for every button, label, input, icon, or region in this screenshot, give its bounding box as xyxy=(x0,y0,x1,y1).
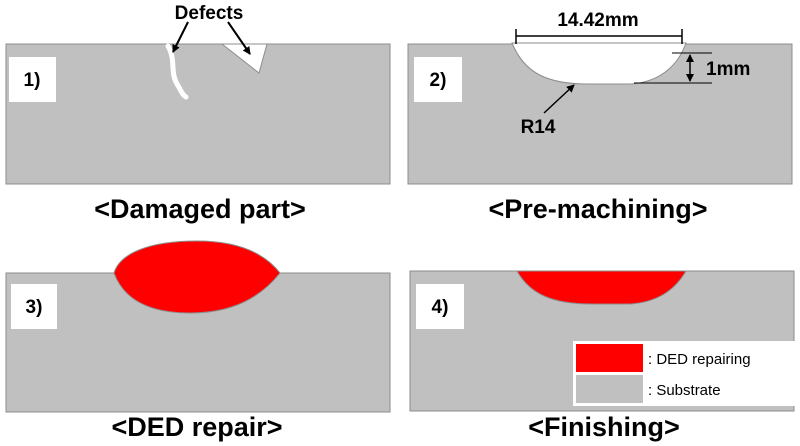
machined-groove xyxy=(511,42,687,85)
defect-leader-line xyxy=(227,21,251,55)
panel-pre-machining: 14.42mm 1mm R14 2) <Pre-machining> xyxy=(407,10,793,224)
panel-number-badge xyxy=(416,284,464,329)
legend-swatch-ded xyxy=(576,344,643,372)
finished-repair xyxy=(516,270,687,305)
depth-label: 1mm xyxy=(706,59,750,80)
legend-label-substrate: : Substrate xyxy=(648,382,721,399)
ded-deposit xyxy=(113,240,281,314)
panel-number-badge xyxy=(414,57,462,102)
panel-damaged-part: Defects 1) <Damaged part> xyxy=(5,3,391,224)
panel-number: 3) xyxy=(26,297,43,318)
depth-arrow-down xyxy=(686,74,694,82)
panel-number: 1) xyxy=(24,70,41,91)
width-label: 14.42mm xyxy=(557,10,638,31)
radius-leader-line xyxy=(543,84,575,114)
panel-number: 2) xyxy=(430,70,447,91)
legend: : DED repairing : Substrate xyxy=(573,341,795,406)
notch-defect xyxy=(220,43,268,74)
legend-swatch-substrate xyxy=(576,375,643,403)
panel-number: 4) xyxy=(432,297,449,318)
defects-label: Defects xyxy=(175,3,244,24)
panel-ded-repair: 3) <DED repair> xyxy=(5,240,391,442)
defect-leader-line xyxy=(172,21,189,53)
panel-caption: <DED repair> xyxy=(111,412,282,442)
substrate-block xyxy=(5,43,391,185)
panel-caption: <Damaged part> xyxy=(94,194,306,224)
radius-label: R14 xyxy=(521,117,556,138)
panel-number-badge xyxy=(9,57,56,102)
panel-number-badge xyxy=(11,284,57,329)
legend-label-ded: : DED repairing xyxy=(648,351,751,368)
depth-arrow-up xyxy=(686,54,694,62)
crack-defect xyxy=(165,43,189,100)
panel-caption: <Finishing> xyxy=(528,412,680,442)
panel-caption: <Pre-machining> xyxy=(488,194,707,224)
